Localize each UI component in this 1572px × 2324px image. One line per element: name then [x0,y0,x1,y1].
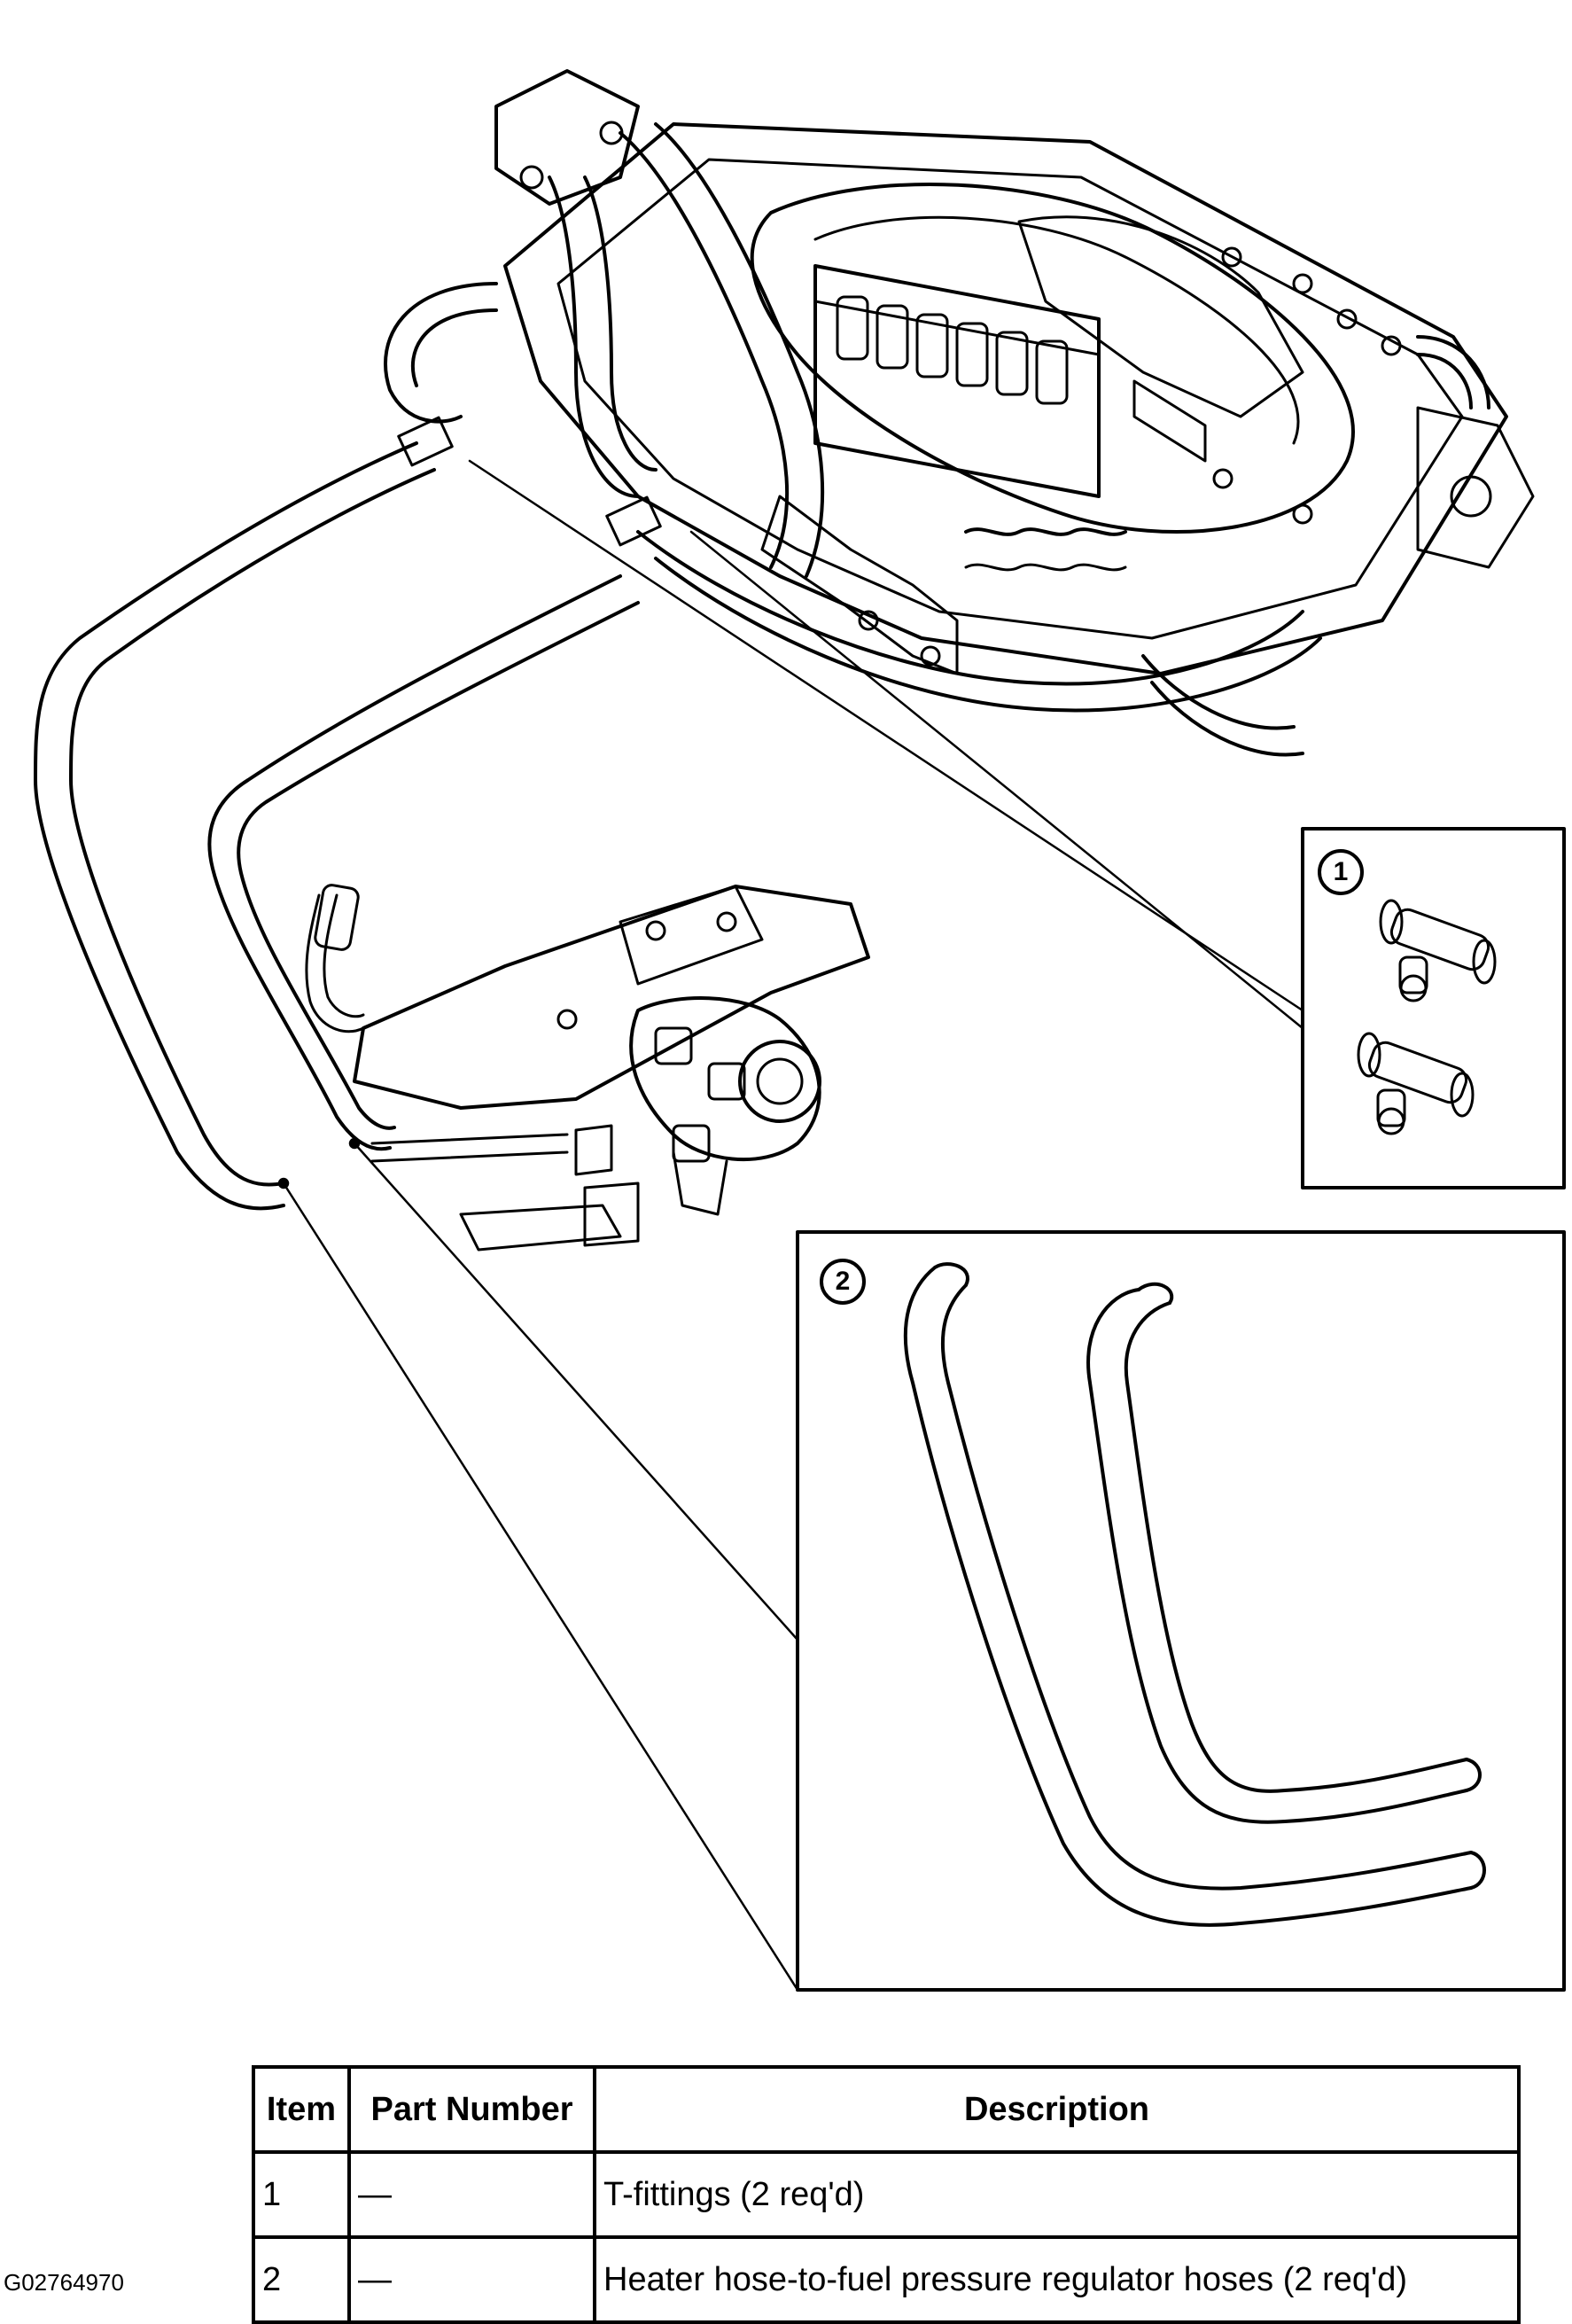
hose-a [903,1262,1486,1927]
table-header-row: Item Part Number Description [252,2065,1521,2154]
row-item: 2 [252,2235,351,2324]
parts-table: Item Part Number Description 1 — T-fitti… [252,2065,1521,2324]
callout-1: 1 [1318,849,1364,895]
fuel-pressure-regulator [305,884,870,1252]
manifold-hoses [384,122,1490,757]
header-item: Item [252,2065,351,2154]
t-fitting-lower [1357,1032,1475,1135]
intake-manifold-assembly [494,69,1535,675]
table-row: 2 — Heater hose-to-fuel pressure regulat… [252,2235,1521,2324]
hose-b [1086,1282,1482,1824]
header-description: Description [593,2065,1521,2154]
row-item: 1 [252,2150,351,2239]
row-description: Heater hose-to-fuel pressure regulator h… [593,2235,1521,2324]
table-row: 1 — T-fittings (2 req'd) [252,2150,1521,2239]
engine-hose-illustration [34,69,1566,1992]
detail-box-1 [1301,827,1566,1189]
fuel-injectors [836,295,1069,405]
leader-lines [277,459,1304,1992]
heater-hoses-long [34,416,662,1211]
figure-id: G02764970 [4,2269,124,2296]
t-fitting-upper [1379,899,1497,1002]
detail-box-2 [796,1230,1566,1992]
row-description: T-fittings (2 req'd) [593,2150,1521,2239]
row-part-number: — [347,2150,596,2239]
callout-2: 2 [820,1259,866,1305]
row-part-number: — [347,2235,596,2324]
header-part-number: Part Number [347,2065,596,2154]
